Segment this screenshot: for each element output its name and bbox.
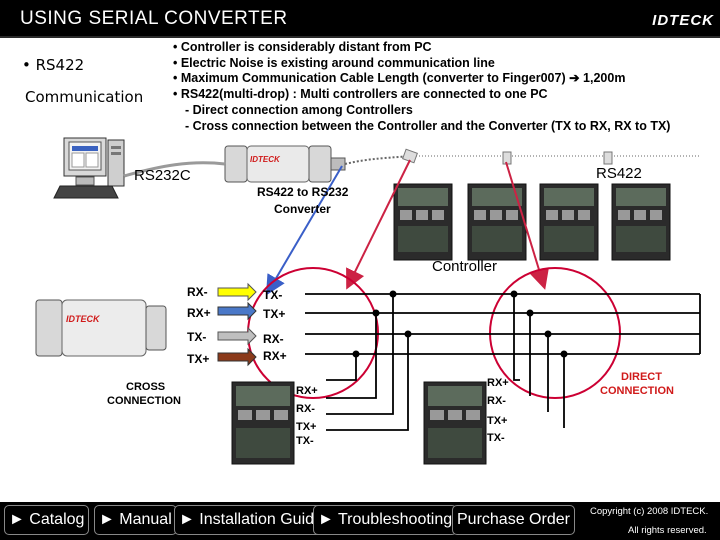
idteck-logo: IDTECK bbox=[652, 12, 714, 29]
top-controller-1 bbox=[393, 183, 453, 261]
ctrl1-pin-label: TX+ bbox=[296, 421, 317, 433]
bullet-sub-item: - Cross connection between the Controlle… bbox=[185, 118, 671, 133]
bullet-item: • Maximum Communication Cable Length (co… bbox=[173, 71, 626, 86]
rs422-label: RS422 bbox=[596, 165, 642, 182]
bullet-list: • Controller is considerably distant fro… bbox=[173, 40, 670, 134]
catalog-button[interactable]: ► Catalog bbox=[4, 505, 90, 535]
converter-logo: IDTECK bbox=[250, 155, 281, 164]
direct-connection-label-line1: DIRECT bbox=[621, 371, 662, 383]
ctrl2-pin-label: RX- bbox=[487, 395, 506, 407]
left-converter-device: IDTECK bbox=[35, 299, 167, 357]
copyright-line2: All rights reserved. bbox=[628, 525, 707, 536]
bullet-item: • Electric Noise is existing around comm… bbox=[173, 55, 495, 70]
ctrl2-pin-label: TX- bbox=[487, 432, 505, 444]
copyright-line1: Copyright (c) 2008 IDTECK. bbox=[590, 506, 709, 517]
troubleshooting-button[interactable]: ► Troubleshooting bbox=[313, 505, 458, 535]
ctrl1-pin-label: RX+ bbox=[296, 385, 318, 397]
wire-label-left: RX- bbox=[187, 285, 208, 299]
top-controller-3 bbox=[539, 183, 599, 261]
purchase-order-button[interactable]: Purchase Order bbox=[452, 505, 575, 535]
bullet-item: • RS422(multi-drop) : Multi controllers … bbox=[173, 87, 548, 102]
bus-wires bbox=[305, 293, 701, 431]
topic-bullet: • RS422 bbox=[22, 56, 85, 74]
wire-label-right: TX+ bbox=[263, 307, 286, 321]
bullet-sub-item: - Direct connection among Controllers bbox=[185, 102, 413, 117]
converter-label-line1: RS422 to RS232 bbox=[257, 185, 349, 199]
wire-label-left: TX+ bbox=[187, 352, 210, 366]
wire-label-left: TX- bbox=[187, 330, 207, 344]
ctrl1-pin-label: TX- bbox=[296, 435, 314, 447]
wire-label-left: RX+ bbox=[187, 306, 211, 320]
direct-connection-label-line2: CONNECTION bbox=[600, 385, 674, 397]
bus-pointer-arrow-2 bbox=[505, 161, 549, 290]
converter-label-line2: Converter bbox=[274, 202, 331, 216]
wire-label-right: RX+ bbox=[263, 349, 287, 363]
controller-label: Controller bbox=[432, 258, 498, 275]
bottom-controller-1 bbox=[231, 381, 295, 465]
installation-guide-button[interactable]: ► Installation Guide bbox=[174, 505, 328, 535]
converter-pointer-arrow bbox=[265, 165, 343, 296]
manual-button[interactable]: ► Manual bbox=[94, 505, 177, 535]
colored-wires bbox=[217, 282, 257, 367]
top-controller-4 bbox=[611, 183, 671, 261]
page-title: USING SERIAL CONVERTER bbox=[20, 8, 288, 29]
bus-pointer-arrow-1 bbox=[346, 159, 411, 290]
left-converter-logo: IDTECK bbox=[66, 314, 101, 324]
pc-computer-icon bbox=[53, 137, 125, 199]
wire-label-right: RX- bbox=[263, 332, 284, 346]
header-bar bbox=[0, 0, 720, 36]
header-divider bbox=[0, 36, 720, 38]
top-controller-2 bbox=[467, 183, 527, 261]
bullet-item: • Controller is considerably distant fro… bbox=[173, 40, 432, 54]
bottom-controller-2 bbox=[423, 381, 487, 465]
cross-connection-label-line1: CROSS bbox=[126, 381, 166, 393]
ctrl2-pin-label: RX+ bbox=[487, 377, 509, 389]
bus-circle-direct bbox=[489, 267, 621, 399]
topic-subtitle: Communication bbox=[25, 88, 144, 106]
ctrl2-pin-label: TX+ bbox=[487, 415, 508, 427]
top-converter-device: IDTECK bbox=[224, 145, 346, 183]
cross-connection-label-line2: CONNECTION bbox=[107, 395, 181, 407]
wire-label-right: TX- bbox=[263, 288, 283, 302]
ctrl1-pin-label: RX- bbox=[296, 403, 315, 415]
rs232c-label: RS232C bbox=[134, 167, 191, 184]
